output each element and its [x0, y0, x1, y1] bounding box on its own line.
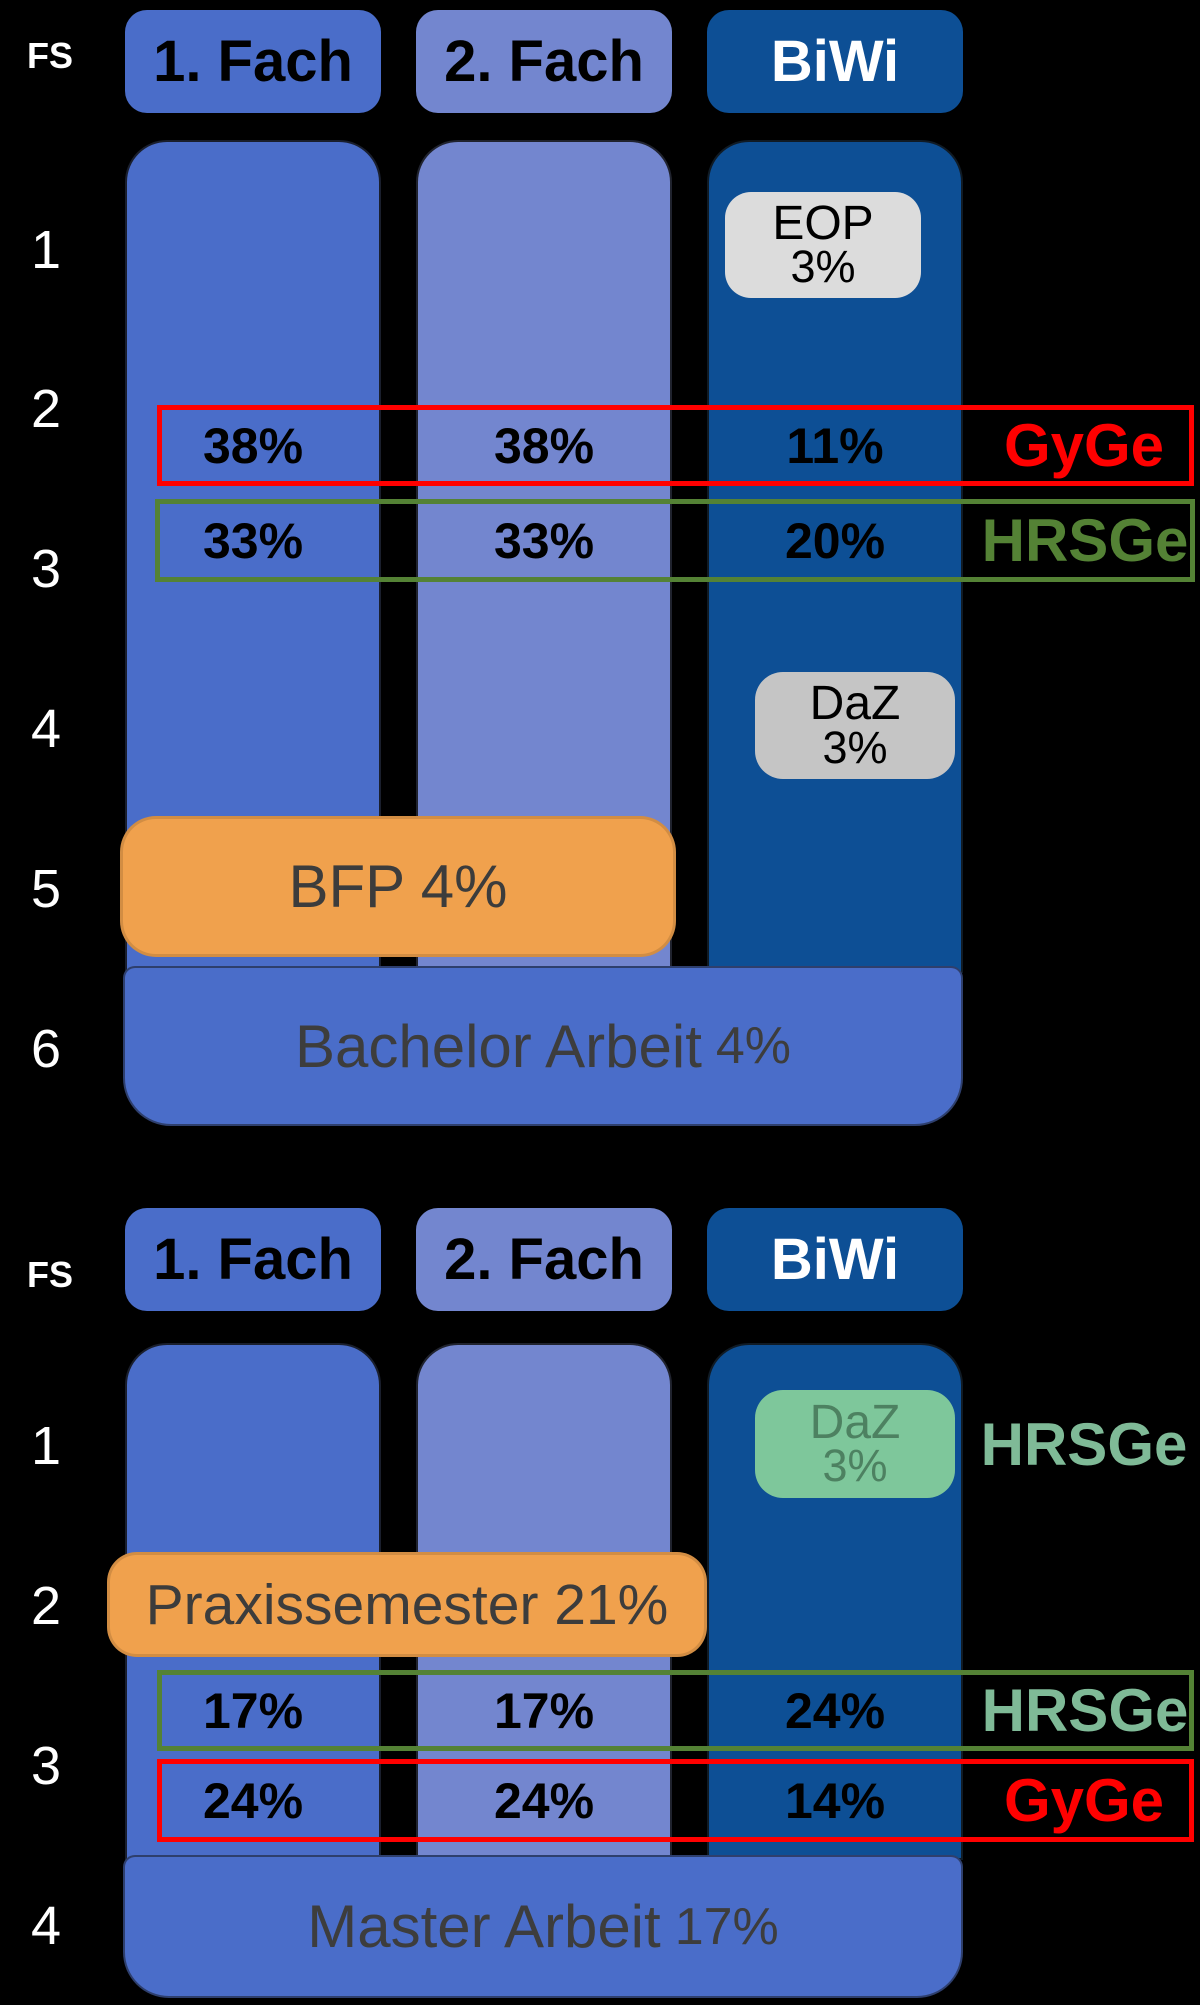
bachelor-hrsge-label: HRSGe	[981, 507, 1189, 574]
bachelor-column-header-biwi: BiWi	[707, 10, 963, 113]
master-gyge-label: GyGe	[1003, 1767, 1165, 1834]
daz-title: DaZ	[809, 677, 901, 731]
daz-title: DaZ	[809, 1395, 901, 1449]
bachelor-gyge-row-outline	[157, 405, 1194, 486]
master-fs-header: FS	[26, 1254, 73, 1295]
eop-percentage: 3%	[790, 241, 856, 293]
semester-number: 4	[30, 699, 62, 759]
bachelor-hrsge-value-2-fach: 33%	[493, 512, 595, 569]
semester-number: 4	[30, 1896, 62, 1956]
semester-number: 6	[30, 1019, 62, 1079]
semester-number: 1	[30, 220, 62, 280]
master-gyge-value-2-fach: 24%	[493, 1772, 595, 1829]
bachelor-gyge-value-2-fach: 38%	[493, 417, 595, 474]
semester-number: 3	[30, 1736, 62, 1796]
master-thesis-percentage: 17%	[674, 1897, 779, 1956]
semester-number: 2	[30, 379, 62, 439]
bachelor-fs-header: FS	[26, 35, 73, 76]
master-thesis-label: Master Arbeit	[307, 1893, 661, 1960]
master-gyge-row-outline	[157, 1759, 1194, 1842]
master-gyge-value-1-fach: 24%	[202, 1772, 304, 1829]
bachelor-daz-box: DaZ 3%	[755, 672, 955, 779]
bachelor-hrsge-value-1-fach: 33%	[202, 512, 304, 569]
master-hrsge-row-outline	[157, 1670, 1194, 1751]
semester-number: 5	[30, 859, 62, 919]
bachelor-gyge-label: GyGe	[1003, 412, 1165, 479]
semester-number: 3	[30, 539, 62, 599]
eop-box: EOP 3%	[725, 192, 921, 298]
master-hrsge-value-biwi: 24%	[784, 1682, 886, 1739]
master-column-header-biwi: BiWi	[707, 1208, 963, 1311]
bachelor-gyge-value-biwi: 11%	[786, 417, 884, 474]
bachelor-hrsge-value-biwi: 20%	[784, 512, 886, 569]
semester-number: 2	[30, 1576, 62, 1636]
master-daz-box: DaZ 3%	[755, 1390, 955, 1498]
master-column-header-2-fach: 2. Fach	[416, 1208, 672, 1311]
daz-percentage: 3%	[822, 721, 888, 773]
master-hrsge-value-2-fach: 17%	[493, 1682, 595, 1739]
bachelor-thesis-percentage: 4%	[715, 1017, 792, 1075]
daz-percentage: 3%	[822, 1440, 888, 1492]
master-column-header-1-fach: 1. Fach	[125, 1208, 381, 1311]
eop-title: EOP	[772, 196, 874, 250]
bachelor-column-header-1-fach: 1. Fach	[125, 10, 381, 113]
semester-number: 1	[30, 1416, 62, 1476]
bachelor-column-header-2-fach: 2. Fach	[416, 10, 672, 113]
bachelor-hrsge-row-outline	[155, 499, 1195, 582]
bachelor-thesis-label: Bachelor Arbeit	[294, 1012, 702, 1080]
master-hrsge-label: HRSGe	[981, 1677, 1189, 1744]
bachelor-gyge-value-1-fach: 38%	[202, 417, 304, 474]
master-daz-hrsge-tag: HRSGe	[980, 1410, 1188, 1478]
master-gyge-value-biwi: 14%	[784, 1772, 886, 1829]
bfp-box: BFP 4%	[120, 816, 676, 957]
praxissemester-box: Praxissemester 21%	[107, 1552, 707, 1657]
master-thesis-bar: Master Arbeit 17%	[123, 1855, 963, 1998]
bachelor-thesis-bar: Bachelor Arbeit 4%	[123, 966, 963, 1126]
master-hrsge-value-1-fach: 17%	[202, 1682, 304, 1739]
